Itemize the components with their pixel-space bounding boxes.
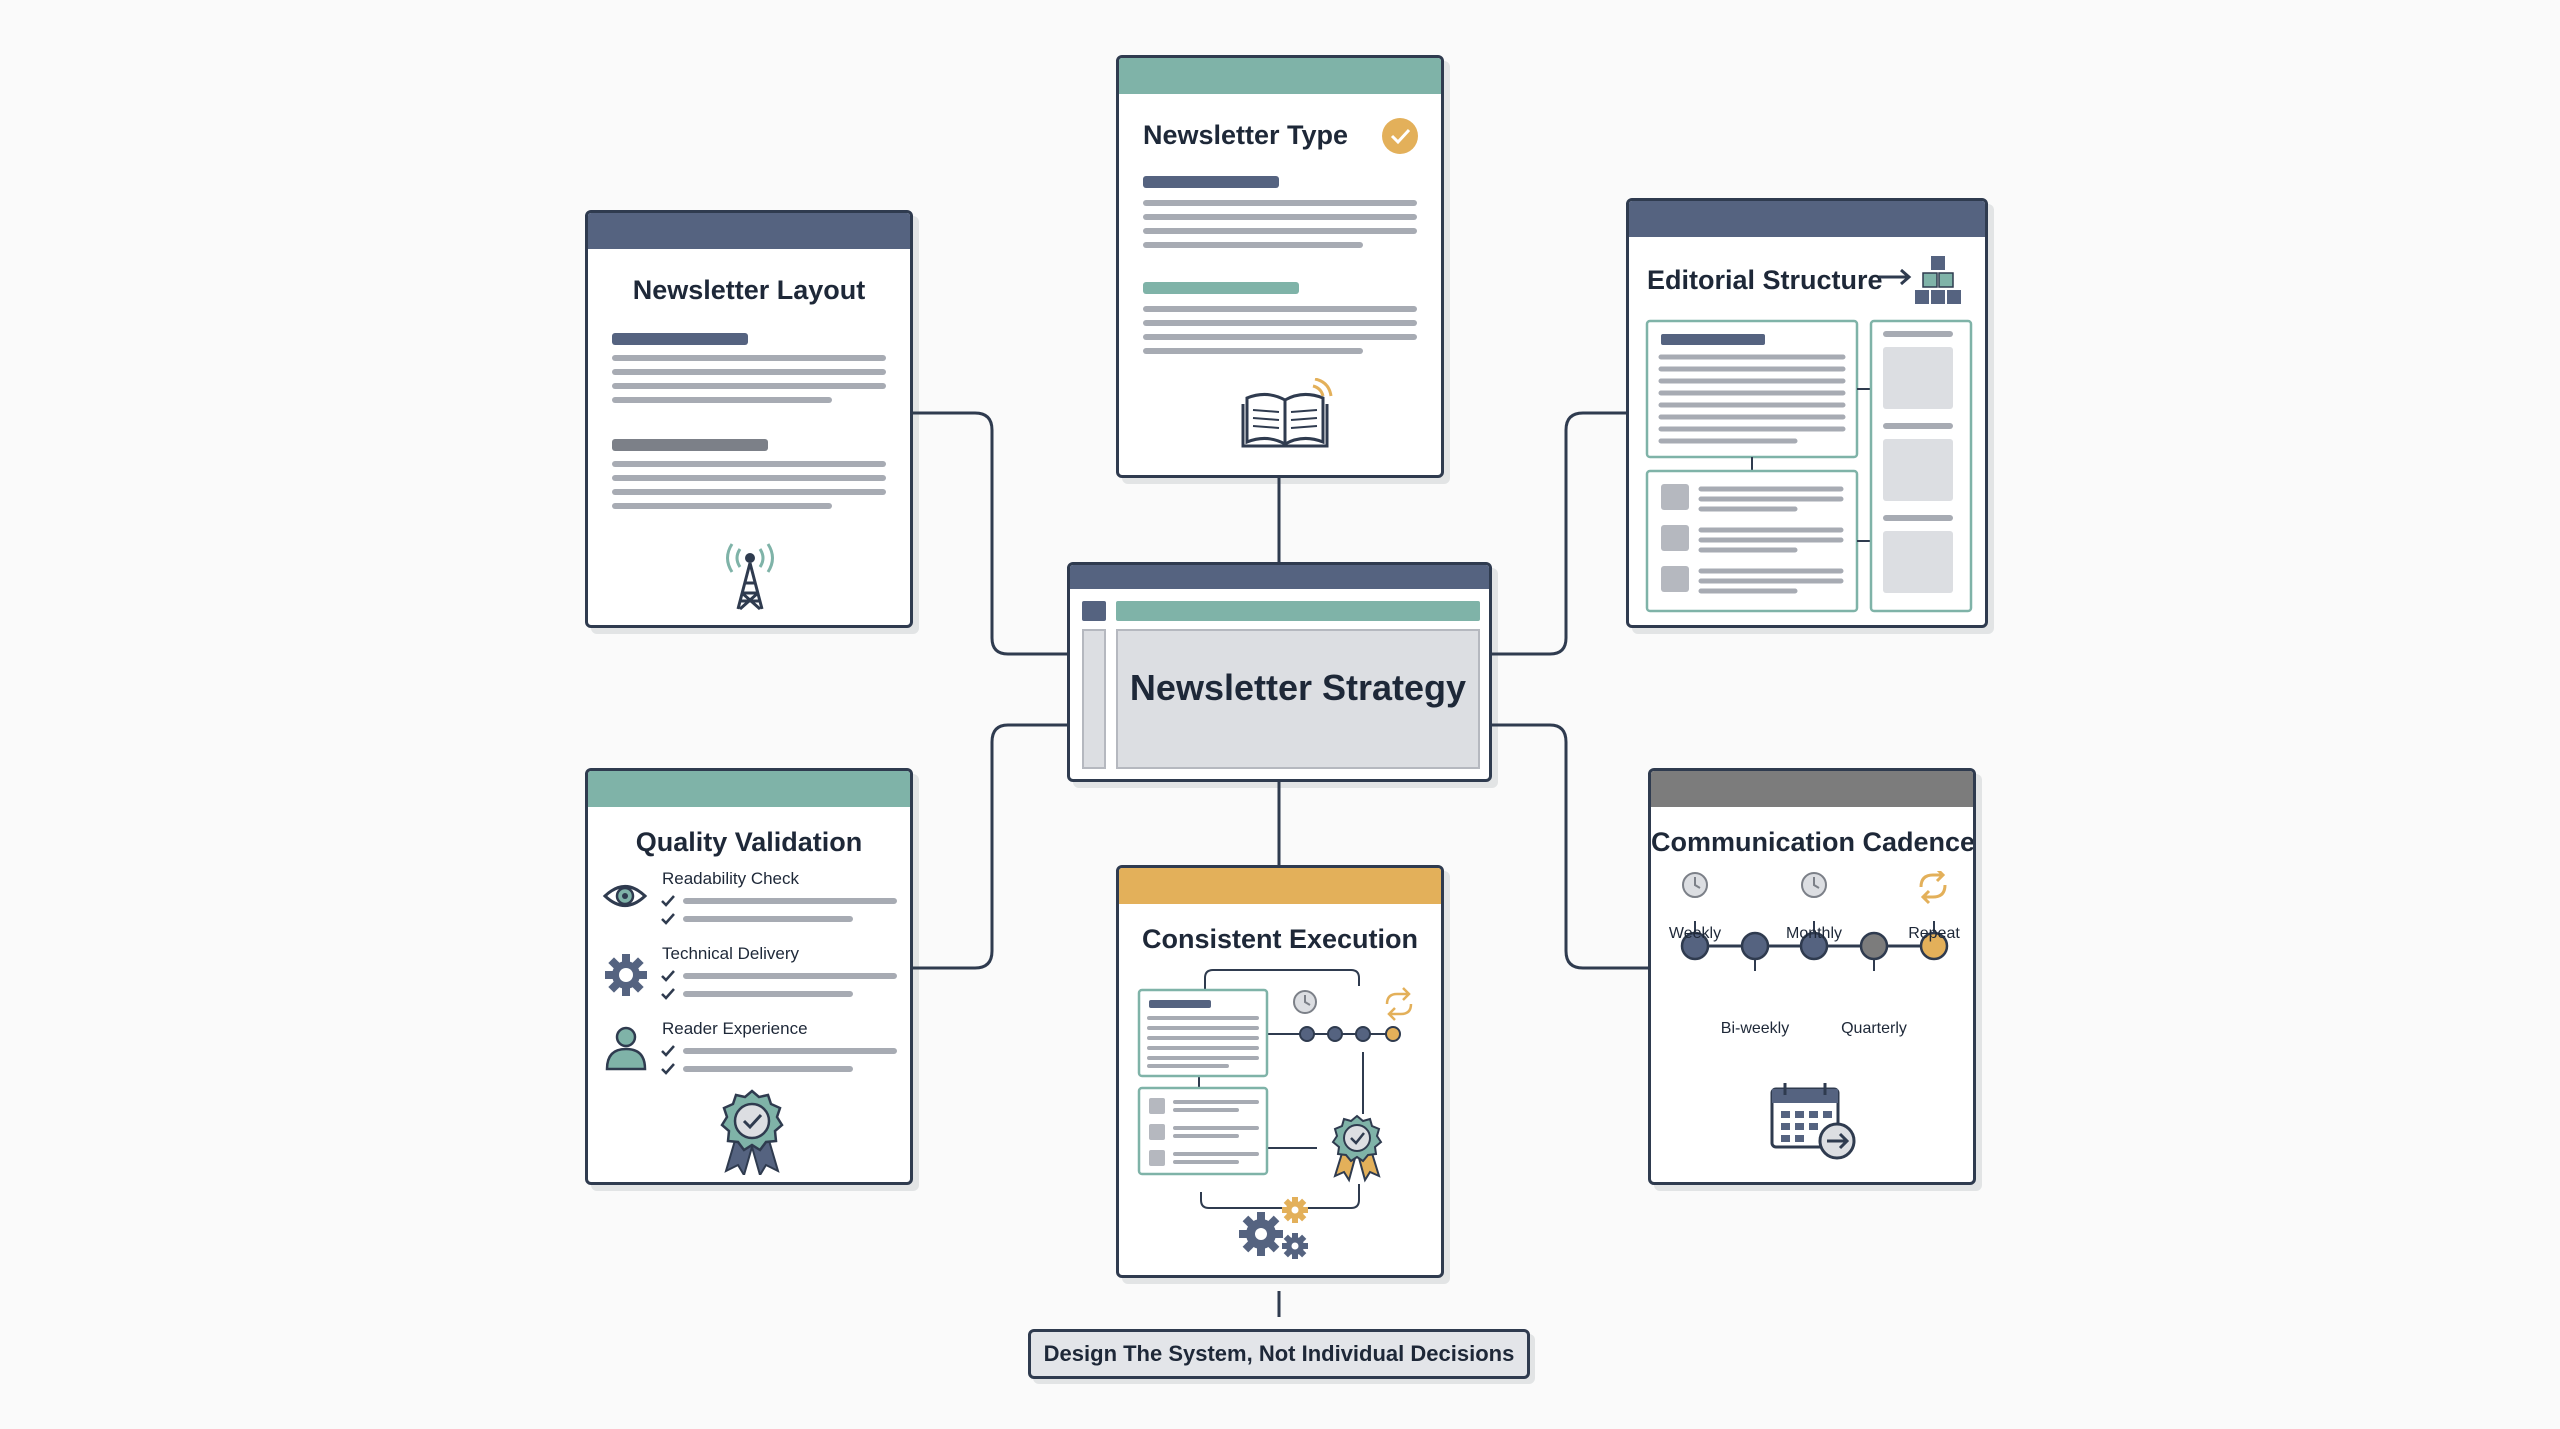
sidebar-panel [1082, 629, 1106, 769]
card-title: Editorial Structure [1647, 265, 1883, 295]
calendar-icon [1770, 1083, 1856, 1160]
clock-icon [1801, 872, 1827, 898]
text-line [1143, 282, 1299, 294]
text-line [612, 383, 886, 389]
repeat-icon [1385, 987, 1413, 1021]
connector-quality [912, 723, 1069, 970]
gear-icon [605, 954, 647, 996]
main-panel [1116, 629, 1480, 769]
quality-item-label: Reader Experience [662, 1019, 808, 1038]
award-badge-icon [720, 1089, 784, 1175]
repeat-icon [1919, 871, 1947, 905]
broadcast-tower-icon [726, 543, 774, 611]
card-header [1119, 58, 1441, 94]
quality-item-label: Technical Delivery [662, 944, 799, 963]
open-book-icon [1241, 378, 1333, 448]
newsletter-type-card: Newsletter Type [1116, 55, 1444, 478]
newsletter-layout-card: Newsletter Layout [585, 210, 913, 628]
consistent-execution-card: Consistent Execution [1116, 865, 1444, 1278]
text-line [612, 461, 886, 467]
text-line [1143, 176, 1279, 188]
text-line [1143, 306, 1417, 312]
text-line [612, 503, 832, 509]
design-principle-label: Design The System, Not Individual Decisi… [1028, 1329, 1530, 1379]
text-line [612, 333, 748, 345]
execution-flow-diagram [1137, 969, 1413, 1259]
award-badge-icon [1331, 1114, 1383, 1183]
clock-icon [1682, 872, 1708, 898]
checklist [661, 1045, 897, 1075]
card-header [1070, 565, 1489, 589]
card-title: Consistent Execution [1141, 924, 1419, 954]
text-line [612, 475, 886, 481]
quality-validation-card: Quality Validation Readability Check Tec… [585, 768, 913, 1185]
text-line [1143, 334, 1417, 340]
card-header [588, 771, 910, 807]
card-title: Newsletter Type [1143, 120, 1349, 150]
gears-icon [1239, 1197, 1308, 1259]
connector-editorial [1490, 411, 1627, 656]
cadence-label: Bi-weekly [1720, 1020, 1790, 1037]
text-line [1143, 348, 1363, 354]
card-header [1119, 868, 1441, 904]
card-header [588, 213, 910, 249]
cadence-label: Repeat [1908, 925, 1960, 942]
editorial-structure-card: Editorial Structure [1626, 198, 1988, 628]
text-line [612, 369, 886, 375]
card-header [1629, 201, 1985, 237]
person-icon [605, 1026, 647, 1071]
eye-icon [602, 885, 648, 907]
card-title: Communication Cadence [1651, 827, 1976, 857]
checklist [661, 895, 897, 925]
checklist [661, 970, 897, 1000]
connector-layout [912, 411, 1069, 656]
text-line [1143, 214, 1417, 220]
cadence-label: Quarterly [1841, 1020, 1907, 1037]
card-header [1651, 771, 1973, 807]
text-line [612, 489, 886, 495]
text-line [612, 439, 768, 451]
communication-cadence-card: Communication Cadence Weekly Monthly Rep… [1648, 768, 1976, 1185]
clock-icon [1293, 990, 1317, 1014]
editorial-grid [1645, 319, 1973, 613]
text-line [1143, 200, 1417, 206]
text-line [1143, 242, 1363, 248]
cadence-label: Monthly [1785, 925, 1843, 942]
text-line [1143, 228, 1417, 234]
quality-item-label: Readability Check [662, 869, 800, 888]
address-bar [1116, 601, 1480, 621]
newsletter-strategy-card: Newsletter Strategy [1067, 562, 1492, 782]
card-title: Quality Validation [635, 827, 863, 857]
window-control [1082, 601, 1106, 621]
connector-cadence [1490, 723, 1650, 970]
check-circle-icon [1382, 118, 1418, 154]
hierarchy-icon [1879, 256, 1961, 304]
cadence-timeline [1680, 871, 1949, 971]
text-line [1143, 320, 1417, 326]
cadence-label: Weekly [1668, 925, 1722, 942]
text-line [612, 397, 832, 403]
text-line [612, 355, 886, 361]
strategy-title: Newsletter Strategy [1129, 667, 1467, 708]
card-title: Newsletter Layout [632, 275, 866, 305]
